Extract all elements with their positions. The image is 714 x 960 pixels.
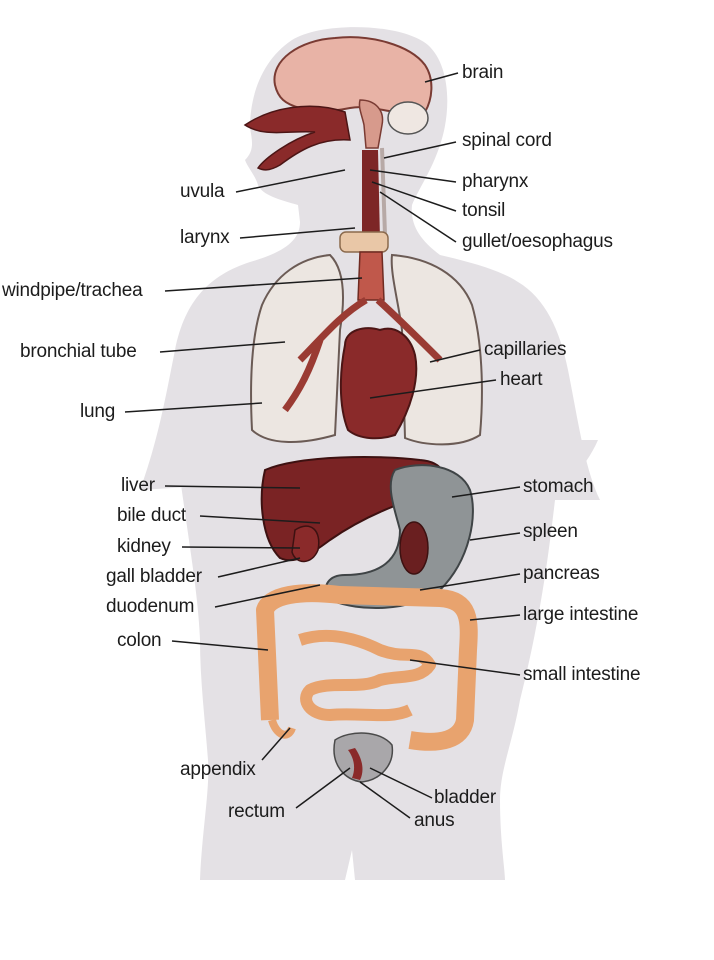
label-kidney: kidney [117,536,171,557]
label-uvula: uvula [180,181,225,202]
bronchial-tubes [282,296,443,413]
trachea [357,251,385,301]
label-bladder: bladder [434,787,496,808]
label-heart: heart [500,369,543,390]
leader-lines [124,72,521,819]
label-windpipe: windpipe/trachea [2,280,143,301]
label-spinal-cord: spinal cord [462,130,552,151]
stomach-shape [325,464,474,609]
label-larynx: larynx [180,227,230,248]
label-brain: brain [462,62,504,83]
larynx-shape [339,231,389,253]
spinal-cord [380,147,387,236]
cerebellum [387,101,429,135]
brain-stem [358,99,384,149]
large-intestine-shape [256,584,478,751]
label-duodenum: duodenum [106,596,195,617]
label-stomach: stomach [523,476,594,497]
label-liver: liver [121,475,155,496]
label-appendix: appendix [180,759,256,780]
label-colon: colon [117,630,162,651]
label-pharynx: pharynx [462,171,529,192]
label-bile-duct: bile duct [117,505,186,526]
label-spleen: spleen [523,521,578,542]
lung-right [250,253,344,443]
label-bronchial-tube: bronchial tube [20,341,137,362]
label-tonsil: tonsil [462,200,506,221]
lung-left [390,253,483,446]
rectum-shape [348,748,363,780]
mouth-throat [243,105,351,171]
label-gall-bladder: gall bladder [106,566,202,587]
small-intestine-shape [298,629,436,722]
heart-shape [339,327,418,440]
label-pancreas: pancreas [523,563,600,584]
appendix-shape [268,718,296,739]
label-rectum: rectum [228,801,285,822]
label-capillaries: capillaries [484,339,567,360]
label-large-intestine: large intestine [523,604,639,625]
gall-bladder-shape [291,525,320,563]
gullet [362,150,380,240]
label-small-intestine: small intestine [523,664,641,685]
label-anus: anus [414,810,455,831]
kidney-shape [399,521,429,575]
label-lung: lung [80,401,116,422]
label-gullet: gullet/oesophagus [462,231,613,252]
